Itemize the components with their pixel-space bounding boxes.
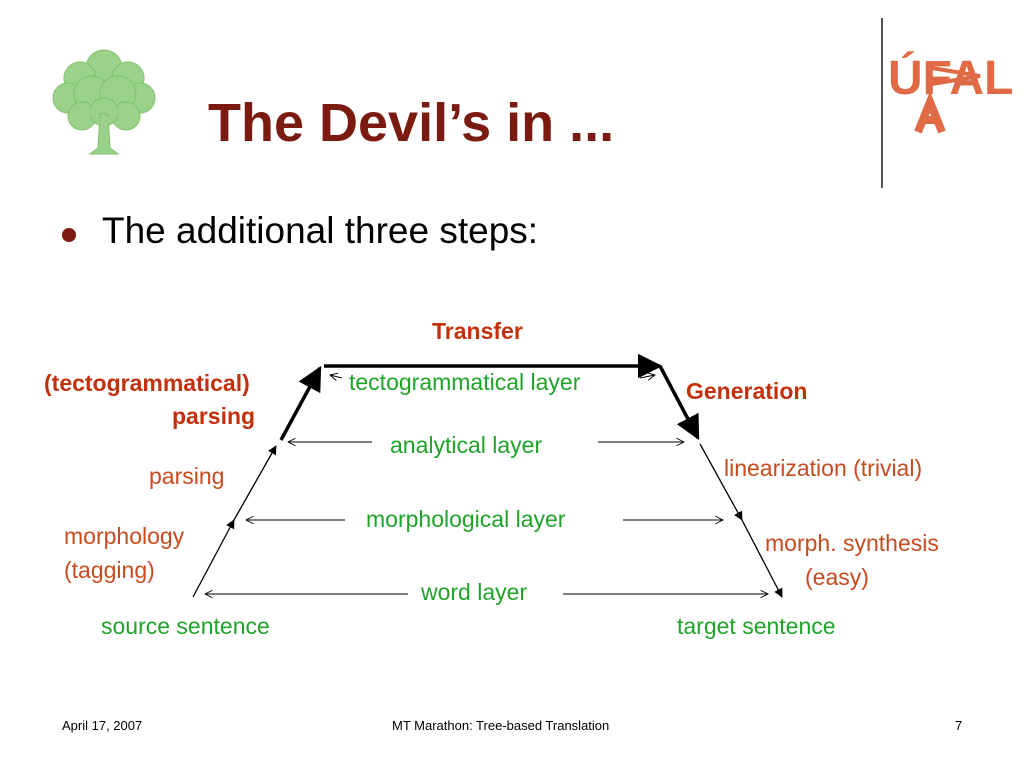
ufal-logo: ÚFAL [888, 50, 1013, 134]
morphology-step-label: morphology [64, 523, 185, 549]
tree-logo-icon [52, 49, 156, 155]
easy-step-label: (easy) [805, 564, 869, 590]
right-edge-morph-to-word [741, 519, 783, 598]
source-sentence-label: source sentence [101, 613, 270, 639]
footer-title: MT Marathon: Tree-based Translation [392, 718, 610, 733]
transfer-label: Transfer [432, 318, 523, 344]
footer-page-number: 7 [955, 718, 963, 733]
tecto-layer-arrow-right [639, 375, 655, 378]
tecto-parsing-label-line1: (tectogrammatical) [44, 370, 250, 396]
ufal-logo-text: ÚFAL [888, 50, 1013, 105]
parsing-step-label: parsing [149, 463, 225, 489]
tecto-layer-arrow-left [330, 375, 343, 378]
analytical-layer-label: analytical layer [390, 432, 543, 458]
bullet-dot-icon [62, 228, 76, 242]
word-layer-label: word layer [421, 579, 528, 605]
morphological-layer-label: morphological layer [366, 506, 566, 532]
tecto-layer-label: tectogrammatical layer [349, 369, 581, 395]
right-edge-analytical-to-morph [699, 443, 743, 521]
tecto-parsing-label-line2: parsing [172, 403, 256, 429]
generation-label: Generation [686, 378, 808, 404]
left-edge-word-to-morph [192, 519, 235, 598]
left-edge-morph-to-analytical [233, 445, 277, 521]
right-edge-tecto-to-analytical [658, 365, 700, 441]
linearization-step-label: linearization (trivial) [724, 455, 923, 481]
left-edge-analytical-to-tecto [279, 365, 322, 441]
bullet-text: The additional three steps: [102, 210, 539, 251]
slide-title: The Devil’s in ... [208, 93, 615, 153]
header-divider [881, 18, 883, 188]
synthesis-step-label: morph. synthesis [765, 530, 939, 556]
tagging-step-label: (tagging) [64, 557, 155, 583]
target-sentence-label: target sentence [677, 613, 836, 639]
footer-date: April 17, 2007 [62, 718, 143, 733]
